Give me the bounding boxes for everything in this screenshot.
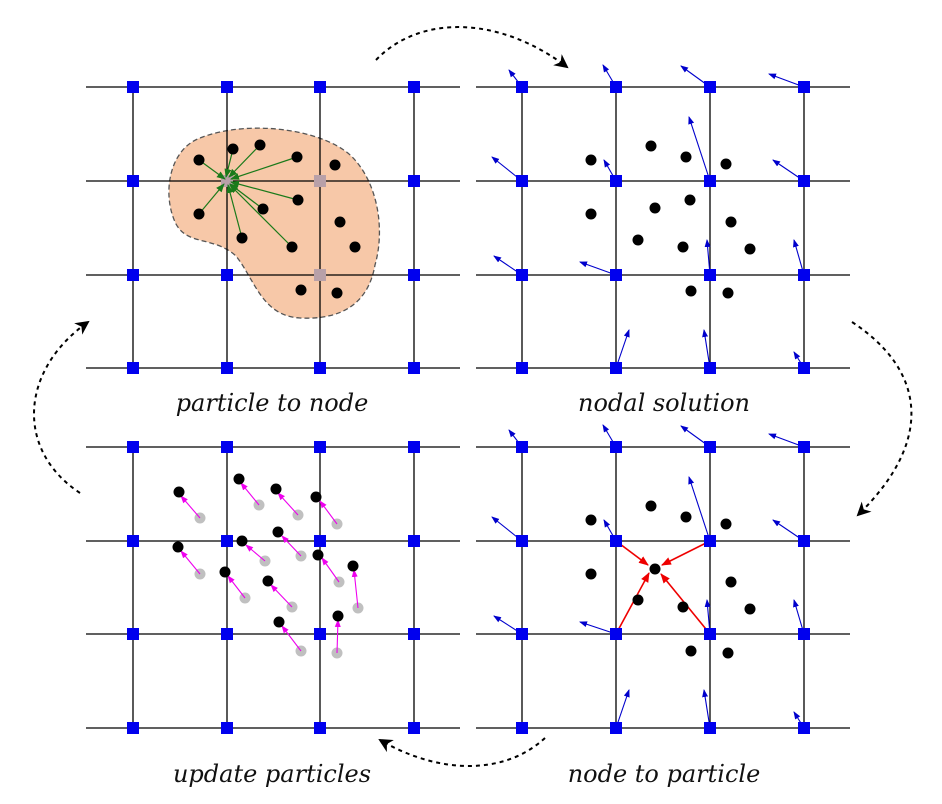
caption-update-particles: update particles bbox=[173, 760, 371, 788]
panel-update-particles: update particles bbox=[86, 441, 460, 788]
cycle-arrow-left bbox=[33, 320, 90, 494]
grid-lines bbox=[86, 86, 460, 369]
grid-nodes bbox=[127, 441, 420, 734]
grid-lines bbox=[476, 446, 850, 729]
panel-nodal-solution: nodal solution bbox=[476, 64, 850, 417]
displacement-arrows bbox=[180, 482, 359, 654]
n2p-arrows bbox=[615, 540, 711, 635]
particles bbox=[585, 140, 756, 299]
cycle-arrow-top bbox=[375, 26, 569, 69]
grid-nodes bbox=[516, 81, 810, 374]
cycle-arrow-right bbox=[851, 321, 913, 517]
particles bbox=[585, 500, 756, 659]
grid-lines bbox=[86, 446, 460, 729]
cycle-arrows bbox=[33, 26, 913, 767]
panel-particle-to-node: particle to node bbox=[86, 81, 460, 417]
cycle-arrow-bottom bbox=[378, 737, 546, 767]
caption-node-to-particle: node to particle bbox=[568, 760, 761, 788]
caption-particle-to-node: particle to node bbox=[176, 389, 369, 417]
nodal-velocity-arrows bbox=[491, 64, 805, 369]
panel-node-to-particle: node to particle bbox=[476, 424, 850, 788]
grid-nodes bbox=[516, 441, 810, 734]
caption-nodal-solution: nodal solution bbox=[578, 389, 750, 417]
old-particle-positions bbox=[194, 499, 364, 659]
grid-nodes bbox=[127, 81, 420, 374]
particles bbox=[193, 139, 361, 299]
grid-lines bbox=[476, 86, 850, 369]
particles bbox=[172, 473, 359, 628]
